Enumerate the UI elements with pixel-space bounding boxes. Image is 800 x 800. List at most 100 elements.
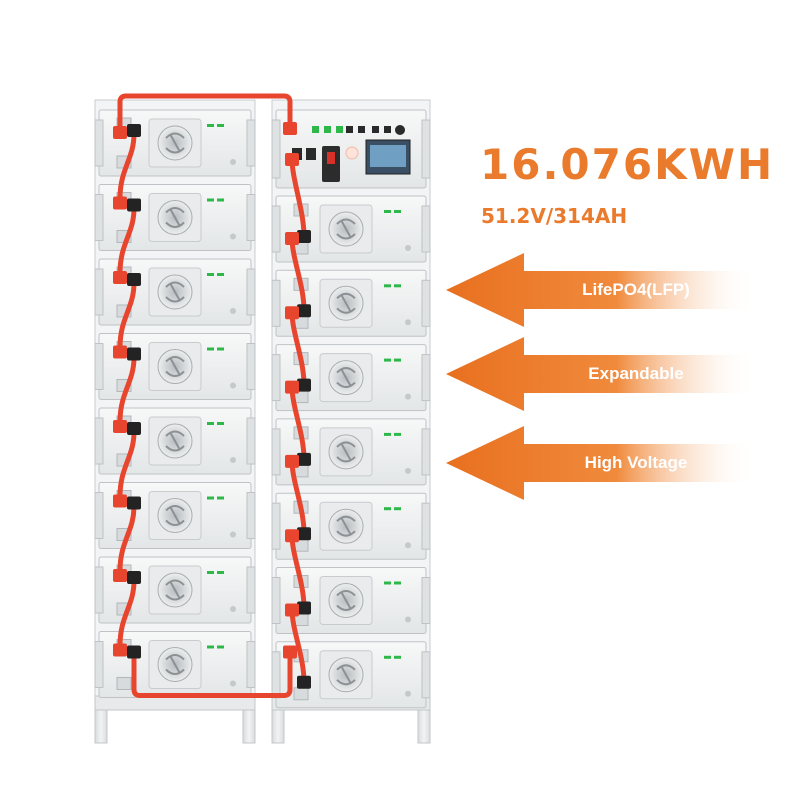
screw — [405, 690, 411, 697]
power-cable-icon — [117, 280, 137, 350]
status-led — [217, 496, 224, 500]
status-led — [217, 273, 224, 276]
status-led — [207, 124, 214, 127]
small-switch — [306, 148, 316, 160]
status-led — [384, 284, 391, 288]
control-button — [358, 126, 365, 133]
cable-connector-black — [127, 422, 141, 435]
status-led — [217, 422, 224, 425]
module-handle — [421, 205, 431, 253]
cabinet-base — [94, 695, 256, 711]
screw — [405, 393, 411, 400]
feature-label-high-voltage: High Voltage — [584, 453, 688, 472]
status-led — [207, 347, 214, 351]
fan-blades — [165, 430, 185, 452]
status-led — [394, 432, 401, 436]
module-handle — [421, 354, 431, 402]
control-button — [312, 126, 319, 133]
cable-connector-black — [297, 230, 311, 243]
module-handle — [246, 417, 256, 465]
status-led — [207, 645, 214, 649]
status-led — [207, 571, 214, 574]
status-led — [207, 198, 214, 202]
module-handle — [246, 268, 256, 316]
module-handle — [271, 279, 281, 327]
cabinet-leg — [242, 704, 256, 744]
module-handle — [94, 268, 104, 316]
fan-blades — [165, 132, 185, 154]
cable-connector-black — [127, 571, 141, 584]
status-led — [207, 422, 214, 425]
cable-connector-red — [285, 306, 299, 320]
status-led — [394, 507, 401, 511]
module-handle — [421, 119, 431, 179]
fan-blades — [336, 292, 356, 314]
module-handle — [421, 502, 431, 550]
power-cable-icon — [117, 93, 293, 133]
status-led — [217, 571, 224, 574]
cable-connector-black — [127, 645, 141, 659]
module-handle — [271, 354, 281, 402]
module-handle — [271, 502, 281, 550]
control-button — [336, 126, 343, 133]
screw — [405, 319, 411, 326]
feature-label-expandable: Expandable — [588, 364, 684, 383]
fan-blades — [336, 441, 356, 463]
cable-connector-red — [113, 494, 127, 508]
status-led — [384, 432, 391, 436]
screw — [230, 382, 236, 389]
screw — [230, 308, 236, 314]
terminal-port — [293, 687, 309, 701]
status-led — [207, 273, 214, 276]
left-arrow-icon — [446, 253, 756, 327]
cabinet-leg — [271, 704, 285, 744]
cabinet-leg — [417, 704, 431, 744]
module-handle — [271, 651, 281, 699]
screw — [405, 245, 411, 251]
cable-connector-black — [297, 378, 311, 392]
module-handle — [94, 417, 104, 465]
fan-blades — [336, 367, 356, 389]
status-led — [394, 655, 401, 659]
cable-connector-red — [113, 569, 127, 582]
cable-connector-red — [113, 643, 127, 657]
control-button — [384, 126, 391, 133]
cable-connector-black — [127, 124, 141, 137]
status-led — [384, 507, 391, 511]
status-led — [384, 581, 391, 585]
module-handle — [246, 194, 256, 241]
cable-connector-red — [113, 196, 127, 210]
status-led — [394, 358, 401, 362]
left-arrow-icon — [446, 337, 756, 411]
status-led — [207, 496, 214, 500]
cable-connector-red — [285, 153, 299, 166]
module-handle — [94, 641, 104, 688]
cable-connector-black — [297, 452, 311, 466]
module-handle — [421, 577, 431, 624]
module-handle — [94, 566, 104, 614]
feature-arrow-lfp: LifePO4(LFP) — [446, 245, 756, 335]
breaker-handle — [327, 152, 335, 164]
module-handle — [421, 428, 431, 476]
fan-blades — [336, 664, 356, 686]
screw — [230, 531, 236, 538]
screw — [230, 606, 236, 612]
module-handle — [246, 492, 256, 539]
module-handle — [271, 205, 281, 253]
module-handle — [271, 577, 281, 624]
fan-blades — [165, 505, 185, 526]
status-led — [394, 581, 401, 585]
fan-blades — [165, 654, 185, 675]
fan-blades — [165, 281, 185, 303]
status-led — [217, 645, 224, 649]
cable-connector-black — [127, 273, 141, 286]
status-led — [217, 124, 224, 127]
cable-connector-red — [285, 232, 299, 245]
cable-connector — [283, 122, 297, 135]
cable-connector-red — [113, 271, 127, 284]
fan-blades — [336, 218, 356, 240]
module-handle — [246, 119, 256, 167]
control-button — [346, 126, 353, 133]
power-cable-icon — [117, 206, 137, 276]
